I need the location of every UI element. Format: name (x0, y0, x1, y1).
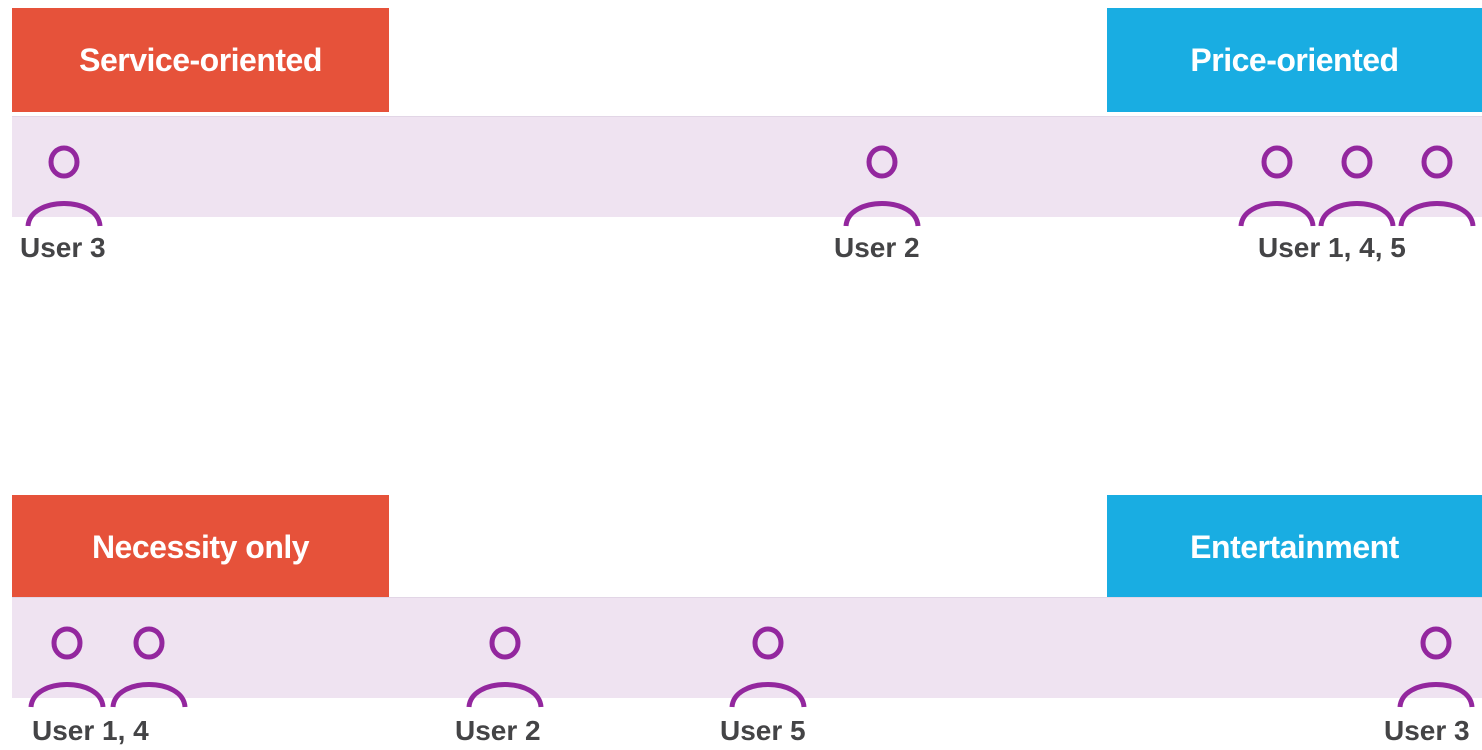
person-icon (22, 134, 103, 227)
right-pole-label: Price-oriented (1107, 8, 1482, 112)
spectrum-band (12, 116, 1482, 217)
user-group (1235, 134, 1476, 227)
right-pole-label: Entertainment (1107, 495, 1482, 599)
user-group (25, 615, 188, 708)
person-icon (840, 134, 921, 227)
user-group-label: User 1, 4 (32, 715, 149, 746)
user-group-label: User 2 (834, 232, 920, 263)
person-icon (726, 615, 807, 708)
person-icon (463, 615, 544, 708)
spectrum-service-price: Service-oriented Price-oriented User 3 U… (0, 8, 1482, 263)
user-group-label: User 5 (720, 715, 806, 746)
person-icon (107, 615, 188, 708)
user-group (726, 615, 807, 708)
user-group-label: User 1, 4, 5 (1258, 232, 1406, 263)
person-icon (25, 615, 106, 708)
person-icon (1315, 134, 1396, 227)
person-icon (1235, 134, 1316, 227)
left-pole-label: Service-oriented (12, 8, 389, 112)
user-group-label: User 2 (455, 715, 541, 746)
spectrum-necessity-entertainment: Necessity only Entertainment User 1, 4 U… (0, 495, 1482, 746)
person-icon (1395, 134, 1476, 227)
user-group (22, 134, 103, 227)
person-icon (1394, 615, 1475, 708)
left-pole-label: Necessity only (12, 495, 389, 599)
user-group (463, 615, 544, 708)
user-group (840, 134, 921, 227)
user-group (1394, 615, 1475, 708)
user-group-label: User 3 (20, 232, 106, 263)
spectrum-band (12, 597, 1482, 698)
user-group-label: User 3 (1384, 715, 1470, 746)
